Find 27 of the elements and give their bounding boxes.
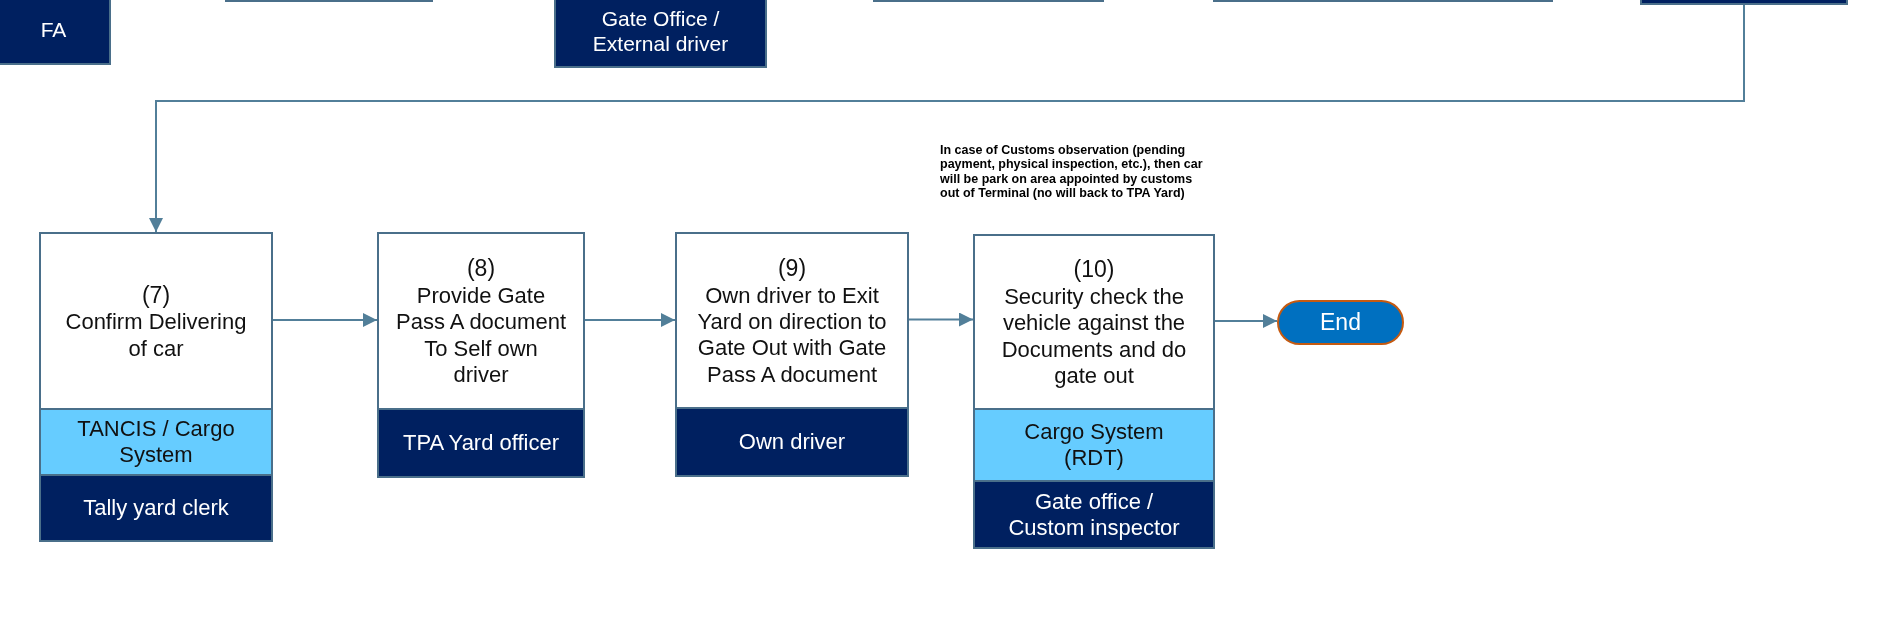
- step-description: Own driver to Exit Yard on direction to Gate Out with Gate Pass A document: [696, 282, 888, 389]
- step-description: Security check the vehicle against the Documents and do gate out: [1000, 284, 1188, 390]
- role-band: Own driver: [675, 407, 909, 477]
- note-text: In case of Customs observation (pending payment, physical inspection, etc.), then car will be park on area appointed by customs out of Terminal (no will back to TPA Yard): [940, 143, 1204, 201]
- process-box: [39, 232, 273, 540]
- role-band: Tally yard clerk: [39, 474, 273, 542]
- step-number: (8): [466, 255, 496, 283]
- role-band: TANCIS / Cargo System: [39, 408, 273, 476]
- role-band: Gate office / Custom inspector: [973, 480, 1215, 549]
- step-number: (10): [1073, 256, 1115, 284]
- step-number: (9): [777, 254, 807, 283]
- process-box: [377, 232, 585, 476]
- role-box: FA: [0, 0, 111, 65]
- step-description: Provide Gate Pass A document To Self own driver: [395, 283, 567, 389]
- step-description: Confirm Delivering of car: [64, 309, 248, 363]
- terminator-pill: End: [1277, 300, 1404, 345]
- arrow: [1214, 314, 1278, 328]
- arrow: [272, 313, 378, 327]
- arrow: [908, 312, 974, 327]
- step-number: (7): [141, 281, 171, 310]
- arrow: [149, 4, 1745, 233]
- arrow: [584, 313, 676, 327]
- role-band: Cargo System (RDT): [973, 408, 1215, 482]
- process-box: [973, 234, 1215, 547]
- role-box: Gate Office / External driver: [554, 0, 767, 68]
- role-band: TPA Yard officer: [377, 408, 585, 478]
- process-box: [675, 232, 909, 475]
